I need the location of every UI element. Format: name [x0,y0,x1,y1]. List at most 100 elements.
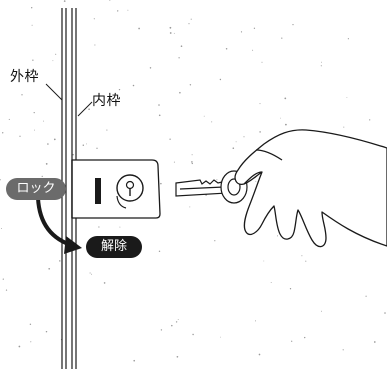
speckle [346,97,348,99]
speckle [160,329,163,331]
speckle [19,135,21,137]
speckle [132,84,135,87]
speckle [321,310,322,312]
speckle [30,341,32,343]
speckle [41,175,43,178]
speckle [72,154,74,156]
speckle [29,323,32,325]
speckle [253,27,256,29]
speckle [301,255,303,257]
speckle [189,84,192,86]
speckle [55,53,57,55]
speckle [175,321,178,323]
speckle [259,103,261,105]
speckle [119,226,121,228]
speckle [133,359,136,362]
unlock-pill: 解除 [86,236,142,258]
speckle [48,267,51,270]
speckle [2,278,4,280]
speckle [289,288,292,290]
speckle [0,228,2,230]
speckle [33,111,35,114]
speckle [158,114,161,117]
speckle [254,320,257,322]
speckle [189,206,191,208]
speckle [34,129,36,131]
speckle [258,353,261,356]
speckle [52,60,54,62]
speckle [89,272,91,274]
speckle [32,77,34,79]
speckle [85,143,87,145]
speckle [291,340,293,342]
speckle [263,260,265,262]
speckle [98,226,100,228]
speckle [320,61,322,63]
speckle [276,235,279,237]
speckle [88,108,90,110]
speckle [305,260,307,262]
speckle [160,182,162,185]
speckle [0,179,1,181]
speckle [96,147,98,149]
speckle [219,78,222,81]
speckle [118,88,121,91]
speckle [127,9,129,11]
speckle [82,144,85,146]
speckle [59,260,61,262]
speckle [304,336,306,339]
speckle [103,282,106,284]
speckle [179,91,181,94]
speckle [243,136,245,138]
speckle [255,180,257,182]
speckle [225,47,228,50]
speckle [169,138,171,140]
speckle [32,59,34,61]
speckle [18,345,21,348]
speckle [177,318,179,320]
speckle [149,67,152,69]
curved-arrow-icon [36,196,82,254]
speckle [203,115,205,117]
speckle [173,161,175,163]
speckle [178,57,180,59]
speckle [220,336,222,338]
speckle [347,38,349,40]
speckle [47,143,49,145]
speckle [94,44,96,46]
speckle [173,32,175,34]
speckle [214,240,216,242]
inner-frame-label: 内枠 [92,93,121,109]
speckle [280,117,281,119]
speckle [191,154,193,156]
speckle [31,24,33,26]
speckle [192,333,194,336]
speckle [211,121,213,123]
speckle [45,163,48,165]
speckle [106,129,108,131]
speckle [365,295,367,297]
speckle [117,10,119,12]
speckle [232,147,235,149]
speckle [63,0,66,2]
lock-pill: ロック [6,178,66,200]
speckle [109,0,111,1]
speckle [342,349,344,351]
speckle [285,123,287,126]
hand [234,129,387,248]
speckle [216,179,218,181]
speckle [171,324,173,327]
speckle [31,7,33,9]
speckle [53,138,56,141]
speckle [284,97,287,100]
speckle [45,330,48,333]
speckle [384,312,386,314]
speckle [5,289,8,291]
speckle [188,23,190,25]
speckle [261,61,263,63]
speckle [281,37,283,39]
speckle [320,65,322,67]
speckle [373,341,376,343]
speckle [259,131,261,133]
